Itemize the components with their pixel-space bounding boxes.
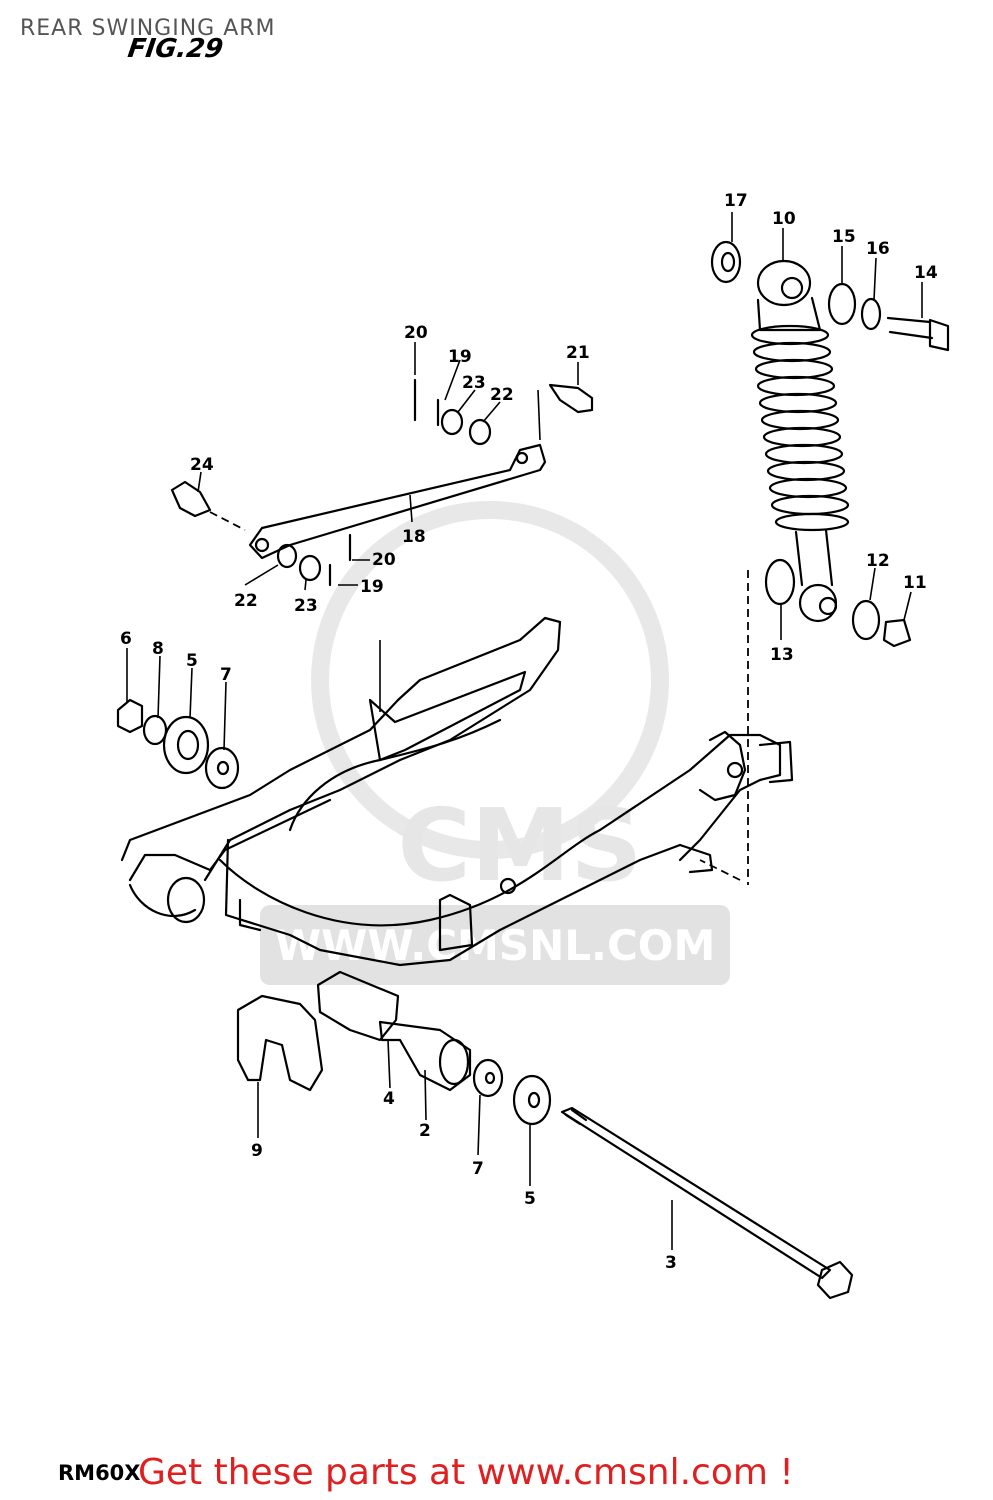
part-label: 5 [186, 651, 198, 671]
part-label: 14 [914, 263, 938, 283]
part-label: 2 [419, 1121, 431, 1141]
alignment-dash-lines [699, 570, 749, 885]
part-label: 4 [383, 1089, 395, 1109]
rear-shock-absorber [750, 259, 850, 623]
watermark-url: WWW.CMSNL.COM [275, 921, 716, 970]
get-parts-link[interactable]: Get these parts at www.cmsnl.com ! [138, 1452, 794, 1493]
shock-top-hardware [710, 240, 950, 352]
swinging-arm [120, 616, 794, 967]
part-label: 19 [360, 577, 384, 597]
part-label: 12 [866, 551, 890, 571]
part-label: 23 [462, 373, 486, 393]
part-label: 7 [220, 665, 232, 685]
part-label: 5 [524, 1189, 536, 1209]
torque-link [170, 378, 594, 587]
part-label: 23 [294, 596, 318, 616]
part-label: 6 [120, 629, 132, 649]
part-label: 18 [402, 527, 426, 547]
part-label: 21 [566, 343, 590, 363]
watermark: WWW.CMSNL.COM CMS [260, 501, 730, 985]
watermark-logo: CMS [398, 787, 643, 904]
part-label: 16 [866, 239, 890, 259]
part-label: 22 [234, 591, 258, 611]
part-label: 20 [372, 550, 396, 570]
page-title: REAR SWINGING ARM [20, 16, 276, 41]
part-label: 24 [190, 455, 214, 475]
shock-bottom-hardware [764, 558, 912, 648]
pivot-hardware-left [116, 698, 240, 790]
leader-lines [126, 212, 923, 1250]
part-label: 19 [448, 347, 472, 367]
part-label: 9 [251, 1141, 263, 1161]
pivot-shaft [560, 1106, 854, 1300]
model-code: RM60X [58, 1461, 141, 1485]
part-label: 20 [404, 323, 428, 343]
part-label: 17 [724, 191, 748, 211]
part-label: 10 [772, 209, 796, 229]
part-label: 22 [490, 385, 514, 405]
part-label: 11 [903, 573, 927, 593]
part-label: 13 [770, 645, 794, 665]
part-label: 15 [832, 227, 856, 247]
part-label: 8 [152, 639, 164, 659]
part-label: 7 [472, 1159, 484, 1179]
part-number-labels: 17 10 15 16 14 20 19 23 22 21 24 18 20 2… [120, 191, 938, 1273]
part-label: 3 [665, 1253, 677, 1273]
